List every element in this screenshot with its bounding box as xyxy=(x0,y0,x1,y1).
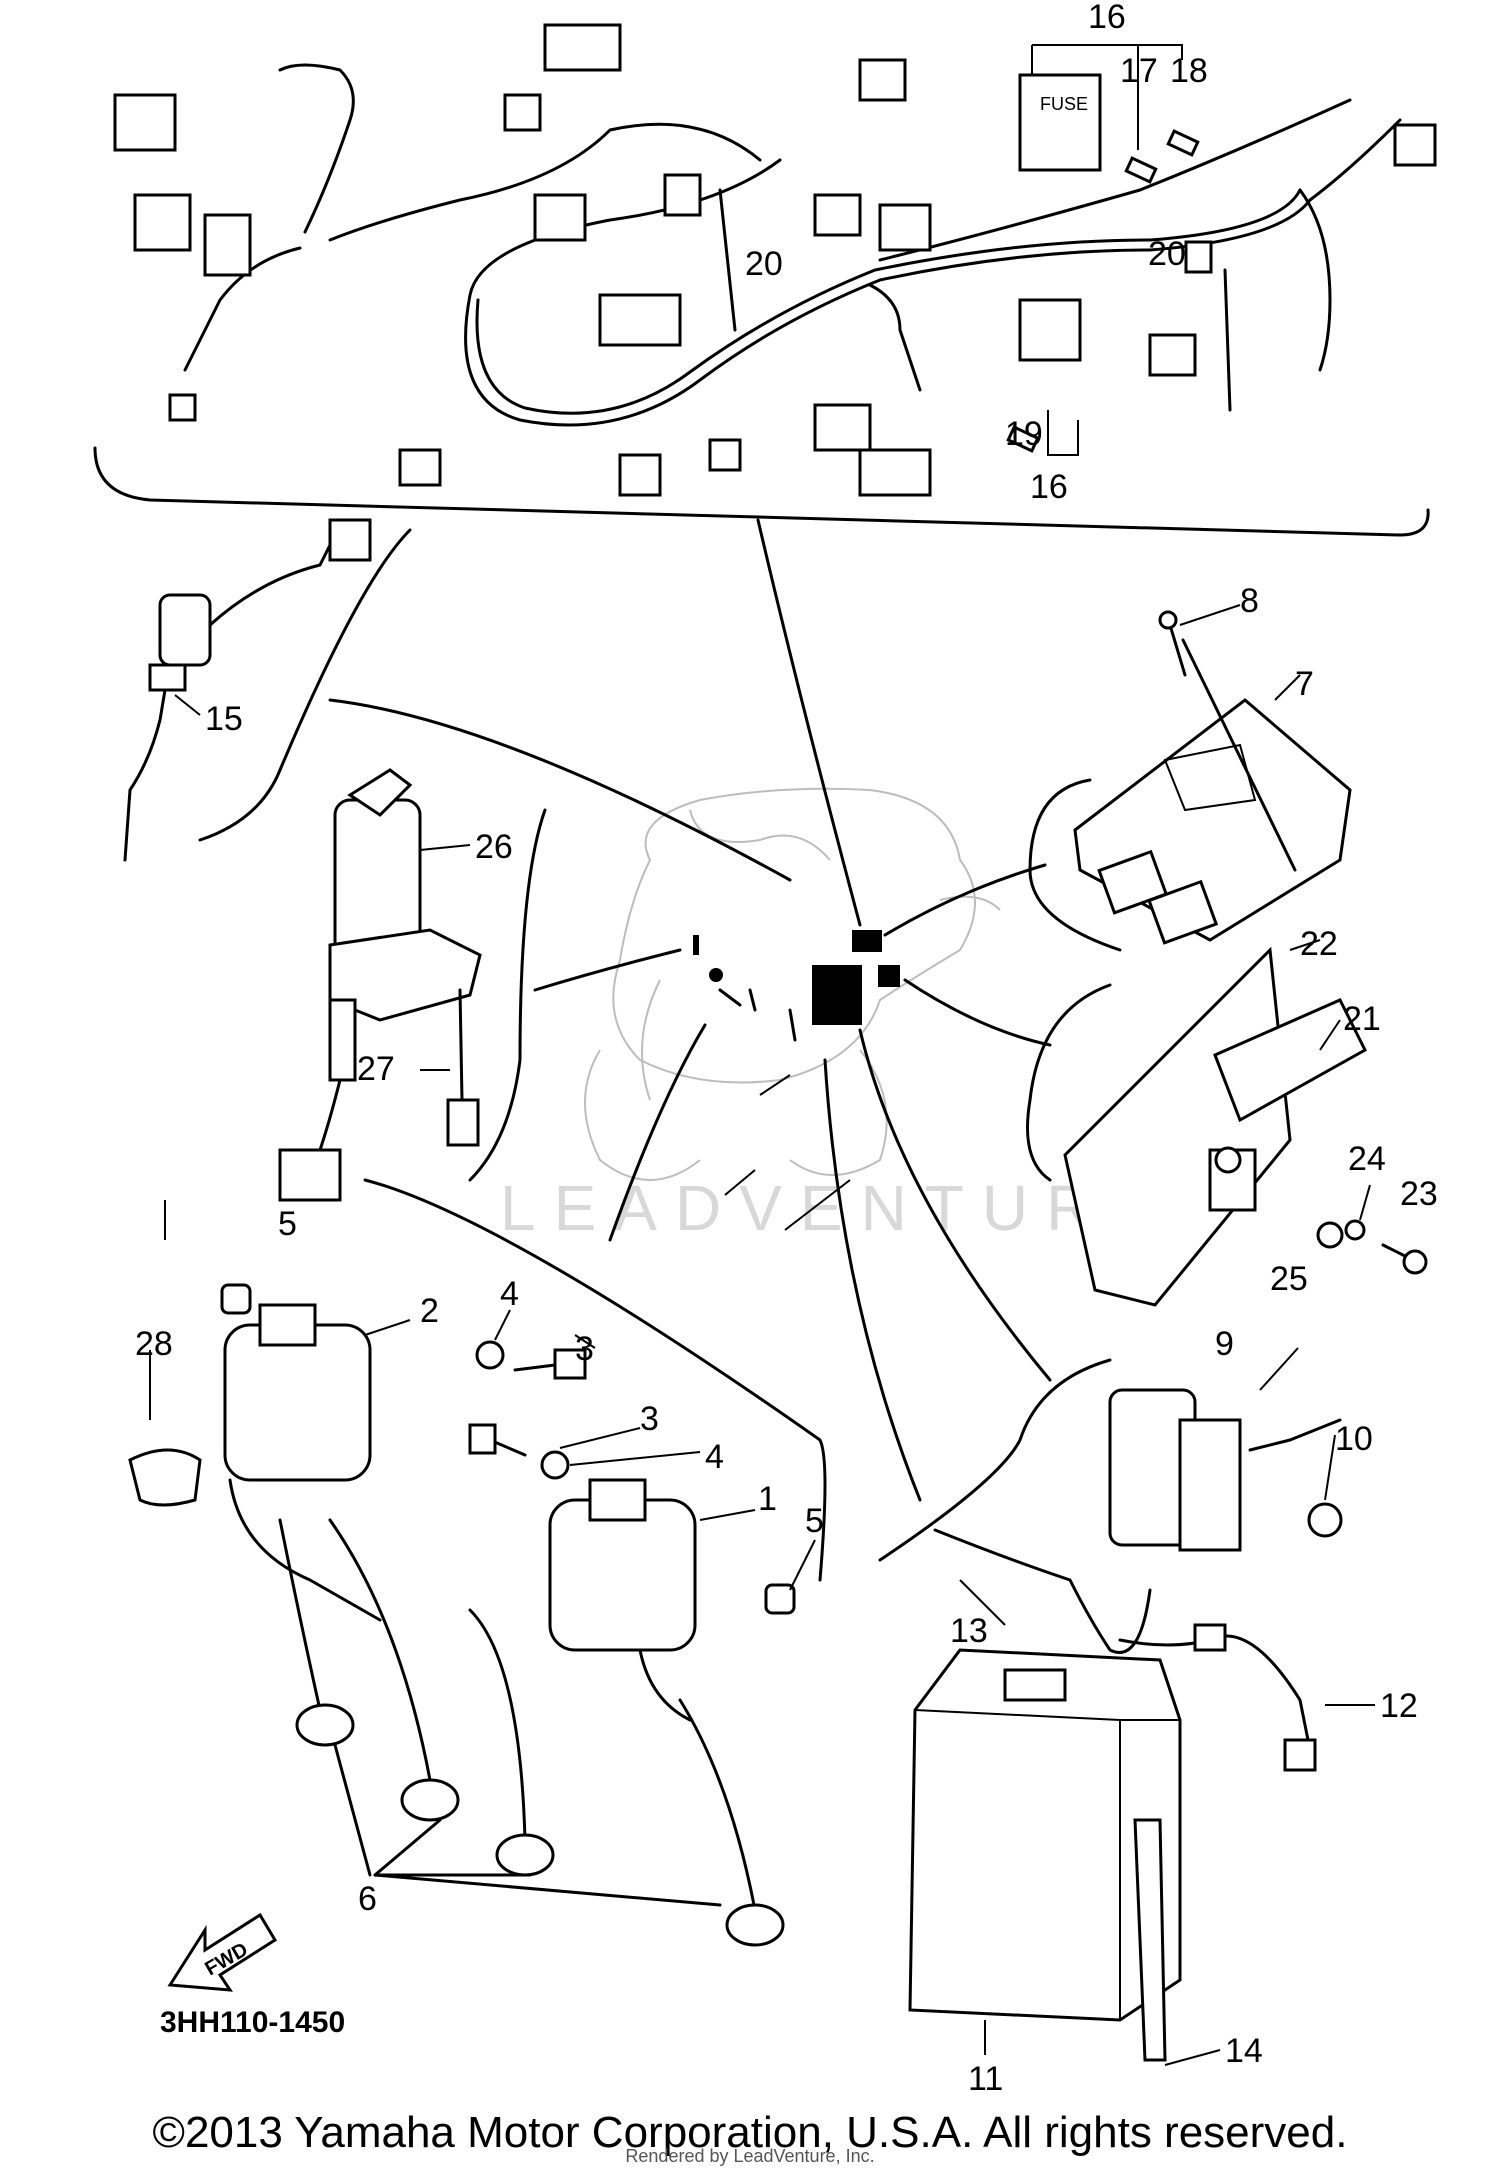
breather-hose xyxy=(1133,1818,1167,2062)
callout-16-bottom: 16 xyxy=(1030,468,1068,506)
callout-18: 18 xyxy=(1170,52,1208,90)
callout-16-top: 16 xyxy=(1088,0,1126,36)
lock-washer xyxy=(1344,1219,1366,1241)
motorcycle-outline xyxy=(584,787,1001,1181)
harness-connector xyxy=(813,403,872,452)
callout-15: 15 xyxy=(205,700,243,738)
callout-8: 8 xyxy=(1240,582,1259,620)
washer xyxy=(475,1340,505,1370)
bolt xyxy=(513,1363,557,1372)
harness-connector xyxy=(1148,333,1197,377)
callout-25: 25 xyxy=(1270,1260,1308,1298)
callout-11: 11 xyxy=(968,2060,1003,2098)
wire-harness: FUSE xyxy=(93,23,1437,537)
callout-22: 22 xyxy=(1300,925,1338,963)
harness-connector xyxy=(1393,123,1437,167)
main-switch xyxy=(278,768,482,1202)
callout-14: 14 xyxy=(1225,2032,1263,2070)
battery xyxy=(908,1648,1182,2022)
callout-5-top: 5 xyxy=(278,1205,297,1243)
bolt xyxy=(1381,1243,1407,1258)
cable-tie-head xyxy=(1184,240,1213,274)
neutral-switch xyxy=(123,518,372,862)
nut xyxy=(1307,1502,1343,1538)
harness-connector xyxy=(878,203,932,252)
spark-plug-caps xyxy=(278,1518,785,1947)
fuse xyxy=(1006,425,1040,453)
harness-connector xyxy=(813,193,862,237)
callout-28: 28 xyxy=(135,1325,173,1363)
bracket-plate xyxy=(1063,946,1292,1307)
fuse xyxy=(1166,129,1200,157)
harness-connector xyxy=(663,173,702,217)
callout-4-top: 4 xyxy=(500,1275,519,1313)
callout-6: 6 xyxy=(358,1880,377,1918)
fuse-box-label: FUSE xyxy=(1040,94,1088,114)
harness-connector xyxy=(543,23,622,72)
battery-cable xyxy=(933,1528,1152,1654)
callout-2: 2 xyxy=(420,1292,439,1330)
callout-7: 7 xyxy=(1295,665,1314,703)
harness-connector xyxy=(618,453,662,497)
harness-connector xyxy=(203,213,252,277)
callout-20-right: 20 xyxy=(1148,235,1186,273)
harness-connector xyxy=(598,293,682,347)
callout-27: 27 xyxy=(357,1050,395,1088)
rendered-by-notice: Rendered by LeadVenture, Inc. xyxy=(625,2146,875,2166)
harness-connector xyxy=(533,193,587,242)
harness-connector xyxy=(1018,298,1082,362)
nut xyxy=(764,1583,796,1615)
diagram-code: 3HH110-1450 xyxy=(160,2006,345,2039)
harness-connector xyxy=(708,438,742,472)
harness-connector xyxy=(168,393,197,422)
ignition-coil xyxy=(223,1303,382,1622)
harness-connector xyxy=(858,448,932,497)
fuse xyxy=(1124,156,1158,184)
copyright-notice: ©2013 Yamaha Motor Corporation, U.S.A. A… xyxy=(152,2108,1348,2157)
callout-1: 1 xyxy=(758,1480,777,1518)
callout-24: 24 xyxy=(1348,1140,1386,1178)
clamp xyxy=(128,1448,202,1507)
harness-connector xyxy=(113,93,177,152)
callout-9: 9 xyxy=(1215,1325,1234,1363)
fuse-box xyxy=(1018,73,1102,172)
screw xyxy=(446,988,480,1147)
harness-connector xyxy=(503,93,542,132)
callout-3-bottom: 3 xyxy=(640,1400,659,1438)
screw xyxy=(1168,623,1297,872)
harness-connector xyxy=(398,448,442,487)
ecu-location xyxy=(852,930,882,952)
fwd-arrow-icon xyxy=(167,1912,278,1992)
ecu-unit xyxy=(1073,698,1352,945)
harness-connector xyxy=(133,193,192,252)
regulator-location xyxy=(878,965,900,987)
callout-19: 19 xyxy=(1005,415,1043,453)
callout-23: 23 xyxy=(1400,1175,1438,1213)
callout-3-top: 3 xyxy=(575,1330,594,1368)
callout-17: 17 xyxy=(1120,52,1158,90)
washer xyxy=(540,1450,570,1480)
cable-tie xyxy=(718,188,737,332)
harness-connector xyxy=(858,58,907,102)
callout-13: 13 xyxy=(950,1612,988,1650)
callout-20-left: 20 xyxy=(745,245,783,283)
rectifier-regulator xyxy=(1208,998,1367,1212)
callout-4-bottom: 4 xyxy=(705,1438,724,1476)
washer xyxy=(1316,1221,1344,1249)
callout-5-bottom: 5 xyxy=(805,1502,824,1540)
ignition-coil xyxy=(548,1478,697,1722)
starter-relay xyxy=(1108,1388,1342,1552)
relay-location xyxy=(812,965,862,1025)
leader-arrows xyxy=(328,518,1052,1502)
callout-leaders xyxy=(149,604,1375,2066)
callout-10: 10 xyxy=(1335,1420,1373,1458)
watermark-text: LEADVENTURE xyxy=(500,1172,1171,1244)
callout-26: 26 xyxy=(475,828,513,866)
cable-tie xyxy=(1223,268,1232,412)
callout-12: 12 xyxy=(1380,1687,1418,1725)
callout-21: 21 xyxy=(1343,1000,1381,1038)
nut xyxy=(220,1283,252,1315)
